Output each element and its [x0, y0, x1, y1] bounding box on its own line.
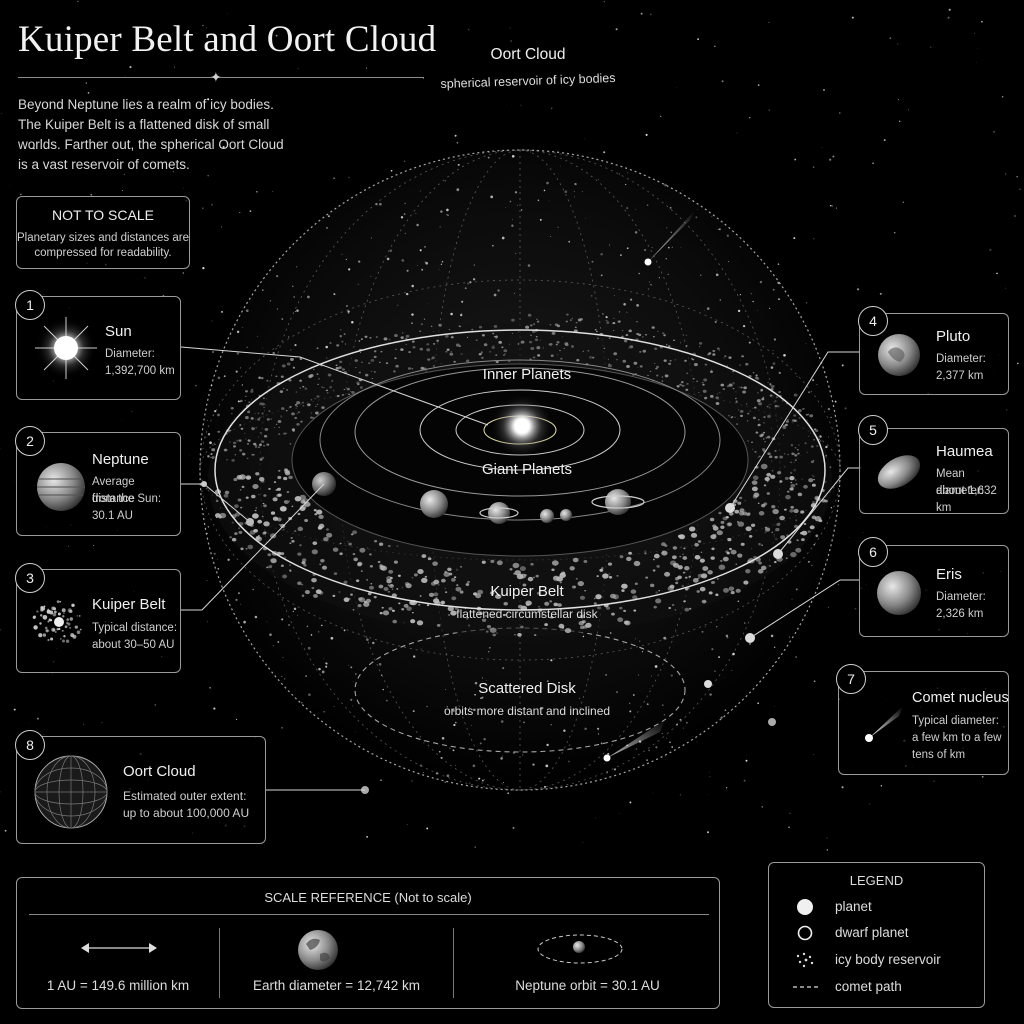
callout-number: 5 [858, 415, 888, 445]
scale-reference-title: SCALE REFERENCE (Not to scale) [264, 890, 472, 905]
card-haumea: Haumea Mean diameter: about 1,632 km [859, 428, 1009, 514]
scale-divider [29, 914, 709, 915]
oort-cloud-icon [34, 755, 108, 829]
column-divider [453, 928, 454, 998]
card-line: 1,392,700 km [105, 365, 175, 377]
card-line: Mean diameter: [936, 468, 984, 497]
legend-panel: LEGEND planet dwarf planet icy body rese… [768, 862, 985, 1008]
icy-body-icon [796, 952, 814, 968]
planet-icon [797, 899, 813, 915]
callout-number: 4 [858, 306, 888, 336]
kuiper-belt [208, 312, 832, 637]
pluto-icon [878, 334, 920, 376]
card-title: Eris [936, 566, 962, 583]
legend-item-label: icy body reservoir [835, 952, 941, 967]
planet-jupiter [420, 490, 448, 518]
card-line: Diameter: [936, 353, 986, 365]
callout-number: 3 [15, 563, 45, 593]
kuiper-belt-sublabel: flattened circumstellar disk [456, 607, 598, 621]
callout-number: 7 [836, 664, 866, 694]
scale-neptune-label: Neptune orbit = 30.1 AU [515, 978, 660, 993]
comet [644, 210, 695, 266]
haumea-icon [877, 455, 921, 489]
planet-neptune-belt [605, 489, 631, 515]
comet-icon [865, 706, 903, 742]
callout-number: 1 [15, 290, 45, 320]
scale-au-label: 1 AU = 149.6 million km [46, 978, 190, 993]
card-line: 2,377 km [936, 370, 984, 382]
column-divider [219, 928, 220, 998]
sparkle-icon: ✦ [210, 69, 222, 85]
callout-number: 6 [858, 537, 888, 567]
card-kuiper-belt: Kuiper Belt Typical distance: about 30–5… [16, 569, 181, 673]
neptune-icon [37, 463, 85, 511]
eris-icon [877, 571, 921, 615]
callout-number: 2 [15, 426, 45, 456]
card-title: Sun [105, 323, 132, 340]
card-line: about 1,632 km [936, 485, 997, 514]
kuiper-belt-label: Kuiper Belt [490, 583, 564, 600]
card-line: tens of km [912, 749, 966, 761]
card-neptune: Neptune Average distance from the Sun: 3… [16, 432, 181, 536]
card-sun: Sun Diameter: 1,392,700 km [16, 296, 181, 400]
not-to-scale-title: NOT TO SCALE [52, 207, 154, 223]
not-to-scale-box: NOT TO SCALE Planetary sizes and distanc… [16, 196, 190, 269]
card-title: Neptune [92, 451, 149, 468]
title-divider [18, 77, 424, 78]
scale-earth-label: Earth diameter = 12,742 km [253, 978, 420, 993]
planet-neptune-small [560, 509, 572, 521]
card-comet-nucleus: Comet nucleus Typical diameter: a few km… [838, 671, 1009, 775]
card-line: Diameter: [936, 591, 986, 603]
card-line: Estimated outer extent: [123, 789, 247, 803]
kuiper-belt-objects [210, 312, 828, 637]
kuiper-belt-icon [32, 600, 82, 643]
card-line: about 30–50 AU [92, 639, 175, 651]
legend-item-label: dwarf planet [835, 925, 909, 940]
comet [603, 720, 665, 762]
legend-item-label: comet path [835, 979, 902, 994]
oort-cloud-label: Oort Cloud [490, 46, 566, 63]
card-line: from the Sun: [92, 493, 162, 505]
sun-icon [35, 317, 97, 379]
giant-planets-label: Giant Planets [481, 461, 573, 478]
dwarf-planet-icon [797, 925, 813, 941]
card-title: Haumea [936, 443, 993, 460]
legend-item-label: planet [835, 899, 872, 914]
leader-lines [180, 346, 859, 791]
card-title: Pluto [936, 328, 971, 345]
inner-planets-label: Inner Planets [482, 366, 572, 383]
card-oort-cloud: Oort Cloud Estimated outer extent: up to… [16, 736, 266, 844]
card-line: 2,326 km [936, 608, 984, 620]
not-to-scale-text: Planetary sizes and distances are compre… [17, 232, 189, 259]
page-title: Kuiper Belt and Oort Cloud [18, 19, 437, 60]
scale-reference-panel: SCALE REFERENCE (Not to scale) 1 AU = 14… [16, 877, 720, 1009]
card-title: Kuiper Belt [92, 596, 166, 613]
earth-icon [298, 930, 338, 970]
card-line: Average distance [92, 476, 135, 505]
card-line: Diameter: [105, 348, 155, 360]
card-line: 30.1 AU [92, 510, 133, 522]
planet-uranus [540, 509, 554, 523]
card-line: Typical diameter: [912, 715, 999, 727]
giant-planets [312, 472, 645, 524]
legend-title: LEGEND [849, 873, 904, 888]
card-line: a few km to a few [912, 732, 1002, 744]
double-arrow-icon [81, 943, 157, 953]
scattered-disk-label: Scattered Disk [478, 680, 576, 697]
neptune-orbit-icon [537, 934, 623, 964]
card-title: Comet nucleus [912, 690, 1009, 706]
card-line: up to about 100,000 AU [123, 806, 250, 820]
callout-number: 8 [15, 730, 45, 760]
comet-path-icon [793, 986, 819, 988]
card-line: Typical distance: [92, 622, 178, 634]
scattered-disk-sublabel: orbits more distant and inclined [443, 704, 611, 718]
planet-saturn [488, 502, 510, 524]
intro-text: Beyond Neptune lies a realm of icy bodie… [18, 97, 284, 172]
card-title: Oort Cloud [123, 763, 196, 780]
